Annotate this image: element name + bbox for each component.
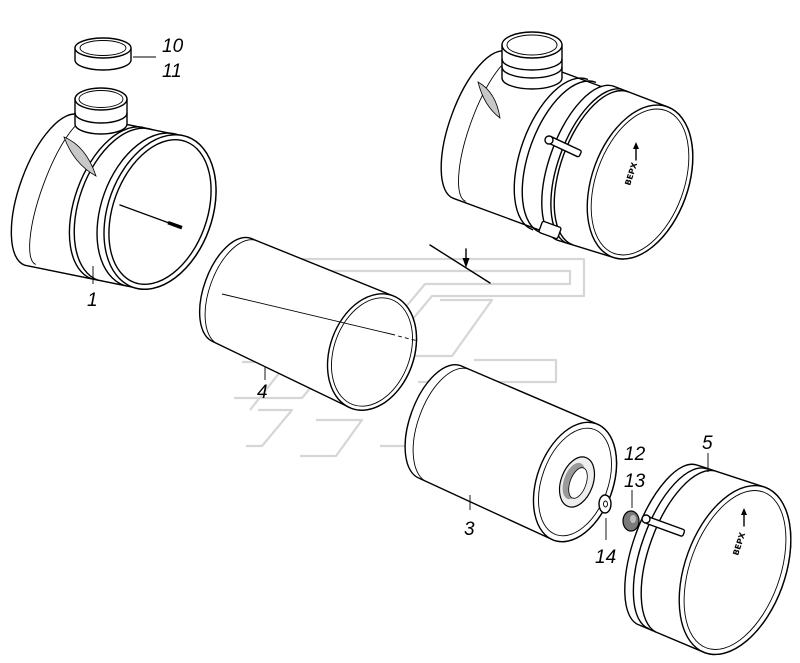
housing-inlet-inner bbox=[78, 90, 124, 108]
housing-inlet-top bbox=[74, 87, 128, 111]
assembled-bottom-tab bbox=[538, 220, 562, 240]
element-4-center-dash bbox=[397, 335, 419, 342]
assembled-inlet-band-1 bbox=[501, 58, 563, 71]
cover-5-face bbox=[678, 484, 792, 656]
callout-14: 14 bbox=[595, 547, 616, 568]
flow-line bbox=[429, 244, 491, 284]
housing-band-2 bbox=[73, 127, 154, 281]
cover-5-band-2 bbox=[640, 469, 715, 633]
flow-direction-arrow bbox=[429, 244, 491, 284]
cover-5-face-rim bbox=[683, 490, 787, 650]
up-arrow-head-icon bbox=[633, 142, 639, 149]
cap-10-11 bbox=[74, 37, 132, 71]
housing-band-1 bbox=[68, 126, 148, 280]
callout-3: 3 bbox=[464, 519, 475, 540]
callout-13: 13 bbox=[624, 471, 646, 492]
element-4-rear-rim bbox=[204, 239, 257, 345]
element-3-rear-rim bbox=[412, 367, 469, 483]
housing-band-3 bbox=[96, 132, 180, 287]
filter-element-4 bbox=[198, 236, 419, 411]
housing-shading bbox=[63, 136, 97, 177]
filter-element-3 bbox=[404, 364, 618, 543]
assembled-shading bbox=[477, 81, 501, 119]
assembled-air-filter: ВЕРХ bbox=[440, 31, 694, 260]
housing-open-rim bbox=[103, 134, 217, 290]
leader-lines bbox=[92, 56, 709, 540]
assembled-inlet-top bbox=[501, 31, 563, 59]
callout-4: 4 bbox=[257, 382, 268, 403]
element-3-hole-inner bbox=[568, 467, 588, 499]
assembled-band-1 bbox=[513, 77, 589, 231]
assembled-band-2 bbox=[521, 80, 597, 234]
element-3-end-rim bbox=[538, 427, 612, 537]
assembled-clamp-bolt bbox=[544, 135, 554, 145]
washer-outer bbox=[598, 494, 612, 514]
cover-5-band-1 bbox=[632, 467, 708, 630]
up-arrow-head-icon bbox=[741, 508, 747, 515]
housing-inner-rim bbox=[108, 139, 212, 285]
down-arrow-head-icon bbox=[462, 258, 470, 268]
callout-1: 1 bbox=[87, 290, 98, 311]
housing-inner-rod-end bbox=[167, 220, 183, 230]
callout-10: 10 bbox=[162, 36, 184, 57]
housing-1 bbox=[10, 87, 217, 290]
assembled-cover-face bbox=[586, 104, 694, 260]
washer-14 bbox=[598, 494, 612, 514]
washer-hole bbox=[603, 500, 608, 508]
callout-labels: 10 11 1 4 3 12 13 14 5 bbox=[87, 36, 713, 568]
element-4-end-ring bbox=[326, 293, 418, 411]
housing-inlet-band bbox=[74, 112, 128, 124]
nut-12-13 bbox=[622, 510, 640, 532]
callout-11: 11 bbox=[162, 61, 182, 82]
cap-top-rim bbox=[79, 40, 127, 56]
cap-top bbox=[74, 37, 132, 59]
assembled-cover-face-rim bbox=[590, 108, 690, 256]
element-4-end-rim bbox=[331, 297, 413, 407]
callout-12: 12 bbox=[624, 444, 646, 465]
cover-5: ВЕРХ bbox=[624, 463, 792, 656]
element-4-center-line bbox=[221, 293, 396, 336]
cover-5-clamp-bolt bbox=[641, 514, 651, 524]
callout-5: 5 bbox=[702, 433, 713, 454]
nut-highlight bbox=[630, 515, 636, 523]
assembled-inlet-band-2 bbox=[501, 66, 563, 79]
assembled-inlet-inner bbox=[506, 34, 558, 56]
